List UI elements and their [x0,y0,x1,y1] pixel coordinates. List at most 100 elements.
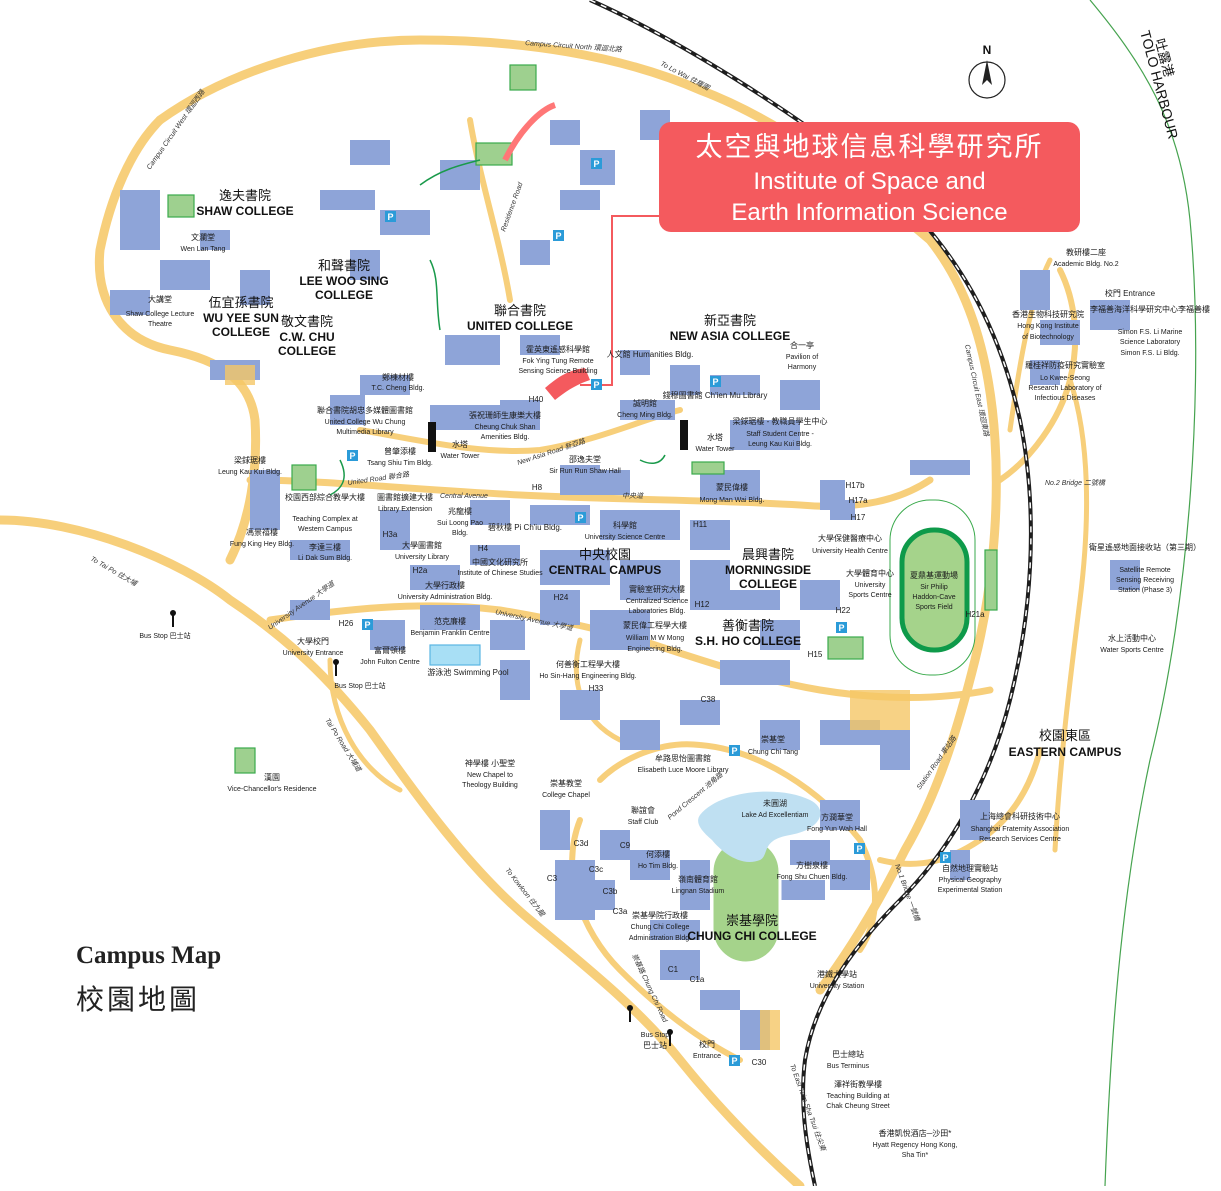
label-lingnan-en: Lingnan Stadium [672,888,725,895]
lws-college-en2: COLLEGE [315,288,373,302]
code-h4: H4 [478,544,489,553]
label-mong-man-wai-en: Mong Man Wai Bldg. [700,497,765,504]
building-labels: 文瀾堂 Wen Lan Tang 大講堂 Shaw College Lectur… [126,232,1210,1159]
central-campus-en: CENTRAL CAMPUS [549,563,661,577]
united-college-zh: 聯合書院 [494,303,546,318]
morningside-college-en1: MORNINGSIDE [725,563,811,577]
label-cheung-chuk-shan-zh: 張祝珊師生康樂大樓 [469,410,541,420]
label-water-tower-w-en: Water Tower [441,453,481,460]
label-fulton-en: John Fulton Centre [360,659,420,666]
label-sports-centre-en2: Sports Centre [848,592,891,599]
label-fok-ying-tung-zh: 霍英東遙感科學館 [526,344,590,354]
label-cheng-ming-en: Cheng Ming Bldg. [617,412,673,419]
wys-college-en2: COLLEGE [212,325,270,339]
code-c9: C9 [620,841,631,850]
label-fong-shu-chuen-en: Fong Shu Chuen Bldg. [777,874,848,881]
fok-ying-tung-building [545,368,590,400]
buildings [110,110,1140,1050]
label-tc-cheng-zh: 鄭棟材樓 [382,372,414,382]
label-humanities: 人文館 Humanities Bldg. [607,349,694,359]
label-fulton-zh: 富爾頓樓 [374,645,406,655]
pitches [167,64,998,774]
label-sir-run-run-en: Sir Run Run Shaw Hall [549,468,621,475]
label-wen-lan-tang-en: Wen Lan Tang [181,246,226,253]
label-sports-field-zh: 夏鼎基運動場 [910,570,958,580]
label-satellite-en2: Sensing Receiving [1116,577,1174,584]
code-h17: H17 [851,513,866,522]
code-c3b: C3b [603,887,618,896]
label-cc-admin-en2: Administration Bldg. [629,935,691,942]
label-health-zh: 大學保健醫療中心 [818,533,882,543]
code-c1a: C1a [690,975,705,984]
label-academic2-zh: 教研樓二座 [1066,247,1106,257]
label-shanghai-en1: Shanghai Fraternity Association [971,826,1070,833]
label-simon-li-en3: Simon F.S. Li Bldg. [1120,350,1179,357]
label-bus-stop-w2: Bus Stop 巴士站 [334,681,385,690]
wys-college-en1: WU YEE SUN [203,311,279,325]
code-c3a: C3a [613,907,628,916]
label-chapel-zh: 崇基教堂 [550,778,582,788]
code-h11: H11 [693,520,708,529]
code-c3: C3 [547,874,558,883]
label-univ-entrance-en: University Entrance [283,650,344,657]
label-simon-li-en2: Science Laboratory [1120,339,1181,346]
label-univ-entrance-zh: 大學校門 [297,636,329,646]
parking-7: P [577,513,583,523]
label-staff-club-en: Staff Club [628,819,659,826]
label-sports-centre-en1: University [855,582,886,589]
tolo-harbour-shoreline [1089,0,1197,1187]
code-h26: H26 [339,619,354,628]
shho-college-zh: 善衡書院 [722,618,774,633]
label-sui-loong-pao-en2: Bldg. [452,530,468,537]
parking-10: P [731,746,737,756]
label-lingnan-zh: 嶺南體育館 [678,874,718,884]
label-li-dak-sum-zh: 李達三樓 [309,542,341,552]
label-satellite-en3: Station (Phase 3) [1118,587,1172,594]
map-legend: Campus Map 校園地圖 [76,942,221,1018]
label-teaching-complex-en1: Teaching Complex at [292,516,357,523]
label-science-centre-en: University Science Centre [585,534,666,541]
code-h21a: H21a [965,610,985,619]
label-simon-li-zh: 李福善海洋科學研究中心李福善樓 [1090,304,1210,314]
label-centralized-lab-en1: Centralized Science [626,598,688,605]
walkways [329,159,666,496]
label-phys-geo-en1: Physical Geography [939,877,1002,884]
label-admin-zh: 大學行政樓 [425,580,465,590]
lws-college-en1: LEE WOO SING [299,274,388,288]
parking-11: P [856,844,862,854]
red-road [502,102,557,162]
code-c1: C1 [668,965,679,974]
label-staff-student-en2: Leung Kau Kui Bldg. [748,441,812,448]
parking-1: P [593,159,599,169]
label-shaw-theatre-en2: Theatre [148,321,172,328]
cwc-college-en2: COLLEGE [278,344,336,358]
label-water-tower-e-zh: 水塔 [707,432,723,442]
code-h33: H33 [589,684,604,693]
label-staff-club-zh: 聯誼會 [631,805,655,815]
label-simon-li-en1: Simon F.S. Li Marine [1118,329,1183,336]
label-hkib-en1: Hong Kong Institute [1017,323,1079,330]
label-wu-chung-en2: Multimedia Library [336,429,394,436]
parking-2: P [555,231,561,241]
label-bus-terminus-zh: 巴士總站 [832,1049,864,1059]
label-water-sports-zh: 水上活動中心 [1108,633,1156,643]
united-college-en: UNITED COLLEGE [467,319,573,333]
code-h2a: H2a [413,566,428,575]
label-sports-field-en2: Haddon-Cave [912,594,955,601]
label-tsang-shiu-tim-zh: 曾肇添樓 [384,446,416,456]
water-tower-west [428,422,436,452]
label-tc-cheng-en: T.C. Cheng Bldg. [372,385,425,392]
morningside-college-zh: 晨興書院 [742,547,794,562]
new-asia-college-zh: 新亞書院 [704,313,756,328]
label-hyatt-zh: 香港凱悅酒店─沙田* [879,1128,952,1138]
label-lake-zh: 未圓湖 [763,798,787,808]
label-mong-eng-en1: William M W Mong [626,635,684,642]
label-bus-stop-s-en: Bus Stop [641,1032,670,1039]
label-water-tower-e-en: Water Tower [696,446,736,453]
chung-chi-college-en: CHUNG CHI COLLEGE [687,929,816,943]
label-univ-station-zh: 港鐵大學站 [817,969,857,979]
label-leung-kau-kui-zh: 梁銶琚樓 [234,455,266,465]
label-shaw-theatre-en1: Shaw College Lecture [126,311,195,318]
label-theology-en1: New Chapel to [467,772,513,779]
